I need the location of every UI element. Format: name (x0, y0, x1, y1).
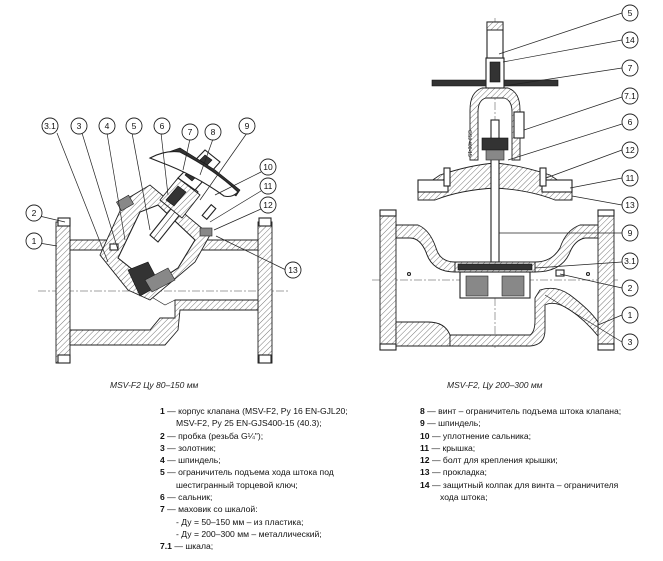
svg-text:1: 1 (628, 310, 633, 320)
callout-r-3-1: 3.1 (621, 252, 639, 270)
legend-item-6: 6 — сальник; (160, 492, 213, 503)
svg-text:9: 9 (628, 228, 633, 238)
svg-text:7.1: 7.1 (624, 91, 636, 101)
legend-item-10: 10 — уплотнение сальника; (420, 430, 531, 441)
svg-text:6: 6 (160, 121, 165, 131)
right-valve-drawing: GSJ 400-15 (372, 18, 620, 351)
legend-item-5-cont: шестигранный торцевой ключ; (176, 479, 298, 490)
svg-text:13: 13 (625, 200, 635, 210)
callout-1: 1 (25, 232, 43, 250)
callout-r-9: 9 (621, 224, 639, 242)
svg-text:1: 1 (32, 236, 37, 246)
callout-7: 7 (181, 123, 199, 141)
callouts-left: 3.1 3 4 5 6 7 8 9 10 11 12 13 2 1 (25, 117, 302, 279)
callout-13: 13 (284, 261, 302, 279)
svg-text:7: 7 (628, 63, 633, 73)
callout-r-5: 5 (621, 4, 639, 22)
right-caption: MSV-F2, Цу 200–300 мм (447, 380, 543, 390)
legend-left: 1 — корпус клапана (MSV-F2, Pу 16 EN-GJL… (160, 405, 348, 553)
callout-12: 12 (259, 196, 277, 214)
callout-10: 10 (259, 158, 277, 176)
gauge-mark: GSJ 400-15 (466, 130, 472, 157)
callout-2: 2 (25, 204, 43, 222)
callout-r-1: 1 (621, 306, 639, 324)
callout-r-14: 14 (621, 31, 639, 49)
legend-item-8: 8 — винт – ограничитель подъема штока кл… (420, 406, 622, 416)
callout-9: 9 (238, 117, 256, 135)
callout-3: 3 (70, 117, 88, 135)
callout-5: 5 (125, 117, 143, 135)
legend-item-12: 12 — болт для крепления крышки; (420, 455, 558, 466)
callout-r-6: 6 (621, 113, 639, 131)
svg-text:12: 12 (263, 200, 273, 210)
svg-text:8: 8 (211, 127, 216, 137)
callout-r-7-1: 7.1 (621, 87, 639, 105)
svg-text:12: 12 (625, 145, 635, 155)
legend-item-5: 5 — ограничитель подъема хода штока под (160, 467, 334, 478)
callout-6: 6 (153, 117, 171, 135)
svg-text:10: 10 (263, 162, 273, 172)
callout-11: 11 (259, 177, 277, 195)
legend-item-1-cont: MSV-F2, Pу 25 EN-GJS400-15 (40.3); (176, 418, 322, 429)
svg-text:13: 13 (288, 265, 298, 275)
legend-item-7-1: 7.1 — шкала; (160, 541, 214, 552)
svg-text:14: 14 (625, 35, 635, 45)
legend-item-13: 13 — прокладка; (420, 467, 487, 478)
svg-text:3.1: 3.1 (624, 256, 636, 266)
legend-item-7-plastic: - Ду = 50–150 мм – из пластика; (176, 516, 304, 527)
callout-r-11: 11 (621, 169, 639, 187)
callout-r-2: 2 (621, 279, 639, 297)
svg-text:7: 7 (188, 127, 193, 137)
legend-item-11: 11 — крышка; (420, 442, 476, 453)
legend-item-7-metal: - Ду = 200–300 мм – металлический; (176, 528, 322, 539)
legend-item-14: 14 — защитный колпак для винта – огранич… (420, 479, 619, 490)
valve-drawing: GSJ 400-15 (25, 4, 639, 364)
legend-item-2: 2 — пробка (резьба G¼"); (160, 430, 264, 441)
legend-item-14-cont: хода штока; (440, 492, 488, 503)
callout-4: 4 (98, 117, 116, 135)
svg-text:3.1: 3.1 (44, 121, 56, 131)
svg-text:2: 2 (628, 283, 633, 293)
left-caption: MSV-F2 Цу 80–150 мм (110, 380, 199, 390)
callouts-right: 5 14 7 7.1 6 12 11 13 9 3.1 2 1 3 (621, 4, 639, 351)
svg-text:3: 3 (628, 337, 633, 347)
svg-text:5: 5 (628, 8, 633, 18)
svg-text:5: 5 (132, 121, 137, 131)
svg-text:11: 11 (626, 173, 635, 183)
legend-item-9: 9 — шпиндель; (420, 418, 481, 429)
callout-r-3: 3 (621, 333, 639, 351)
svg-text:11: 11 (264, 181, 273, 191)
legend-right: 8 — винт – ограничитель подъема штока кл… (420, 405, 621, 503)
legend-item-3: 3 — золотник; (160, 442, 216, 453)
svg-text:9: 9 (245, 121, 250, 131)
legend-item-4: 4 — шпиндель; (160, 455, 221, 466)
svg-text:2: 2 (32, 208, 37, 218)
legend-item-7: 7 — маховик со шкалой: (160, 504, 258, 515)
svg-text:4: 4 (105, 121, 110, 131)
callout-3-1: 3.1 (41, 117, 59, 135)
svg-text:3: 3 (77, 121, 82, 131)
callout-8: 8 (204, 123, 222, 141)
svg-text:6: 6 (628, 117, 633, 127)
legend-item-1: 1 — корпус клапана (MSV-F2, Pу 16 EN-GJL… (160, 406, 348, 416)
callout-r-7: 7 (621, 59, 639, 77)
callout-r-13: 13 (621, 196, 639, 214)
leader-lines (32, 12, 623, 343)
callout-r-12: 12 (621, 141, 639, 159)
